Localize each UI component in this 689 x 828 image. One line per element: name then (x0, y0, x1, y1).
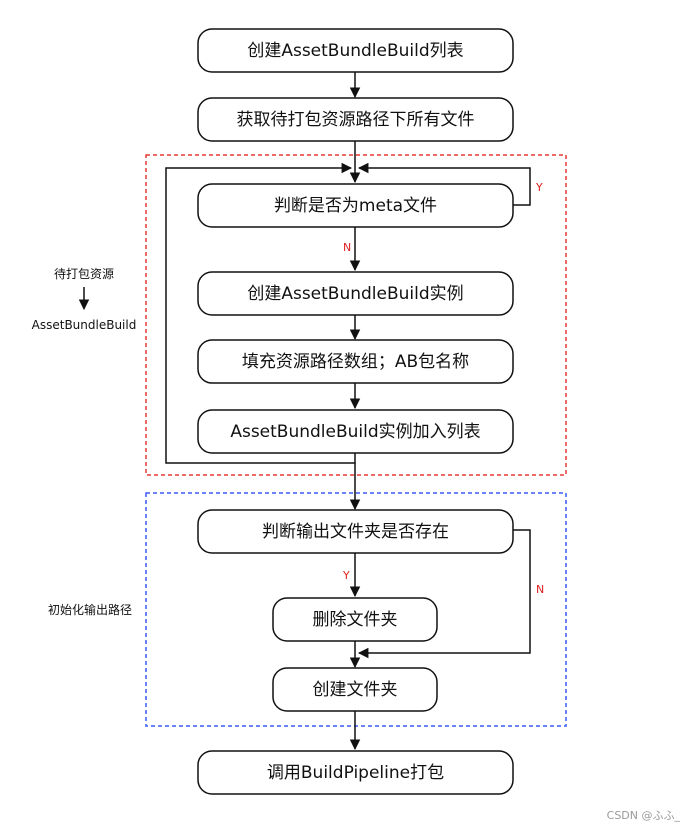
loop-group-label-top: 待打包资源 (54, 267, 114, 281)
node-delete-folder: 删除文件夹 (272, 597, 438, 642)
node-add-to-list-label: AssetBundleBuild实例加入列表 (230, 422, 480, 442)
watermark: CSDN @ふふ_ (607, 809, 681, 822)
node-fill-paths-label: 填充资源路径数组；AB包名称 (242, 352, 469, 372)
node-fill-paths: 填充资源路径数组；AB包名称 (197, 339, 514, 384)
loop-group-label-bottom: AssetBundleBuild (32, 318, 137, 332)
node-get-files-label: 获取待打包资源路径下所有文件 (237, 110, 475, 130)
exists-no-label: N (536, 583, 544, 596)
node-delete-folder-label: 删除文件夹 (313, 610, 398, 630)
node-create-list-label: 创建AssetBundleBuild列表 (247, 41, 463, 61)
edge-exists-no (357, 529, 531, 659)
node-call-pipeline: 调用BuildPipeline打包 (197, 750, 514, 795)
node-create-instance-label: 创建AssetBundleBuild实例 (247, 284, 463, 304)
node-get-files: 获取待打包资源路径下所有文件 (197, 97, 514, 142)
loop-group-frame (145, 154, 567, 476)
edge-add-loop-back (165, 162, 356, 464)
init-group-label: 初始化输出路径 (48, 602, 132, 617)
init-group-frame (145, 492, 567, 727)
node-create-folder-label: 创建文件夹 (313, 680, 398, 700)
node-add-to-list: AssetBundleBuild实例加入列表 (197, 409, 514, 454)
node-output-exists-label: 判断输出文件夹是否存在 (262, 522, 449, 542)
node-call-pipeline-label: 调用BuildPipeline打包 (267, 763, 444, 783)
node-create-folder: 创建文件夹 (272, 667, 438, 712)
exists-yes-label: Y (342, 569, 350, 582)
node-create-list: 创建AssetBundleBuild列表 (197, 28, 514, 73)
edge-meta-yes-loop (357, 162, 531, 206)
meta-no-label: N (343, 241, 351, 254)
node-is-meta-label: 判断是否为meta文件 (274, 196, 437, 216)
node-create-instance: 创建AssetBundleBuild实例 (197, 271, 514, 316)
node-output-exists: 判断输出文件夹是否存在 (197, 509, 514, 554)
meta-yes-label: Y (535, 181, 543, 194)
node-is-meta: 判断是否为meta文件 (197, 183, 514, 228)
